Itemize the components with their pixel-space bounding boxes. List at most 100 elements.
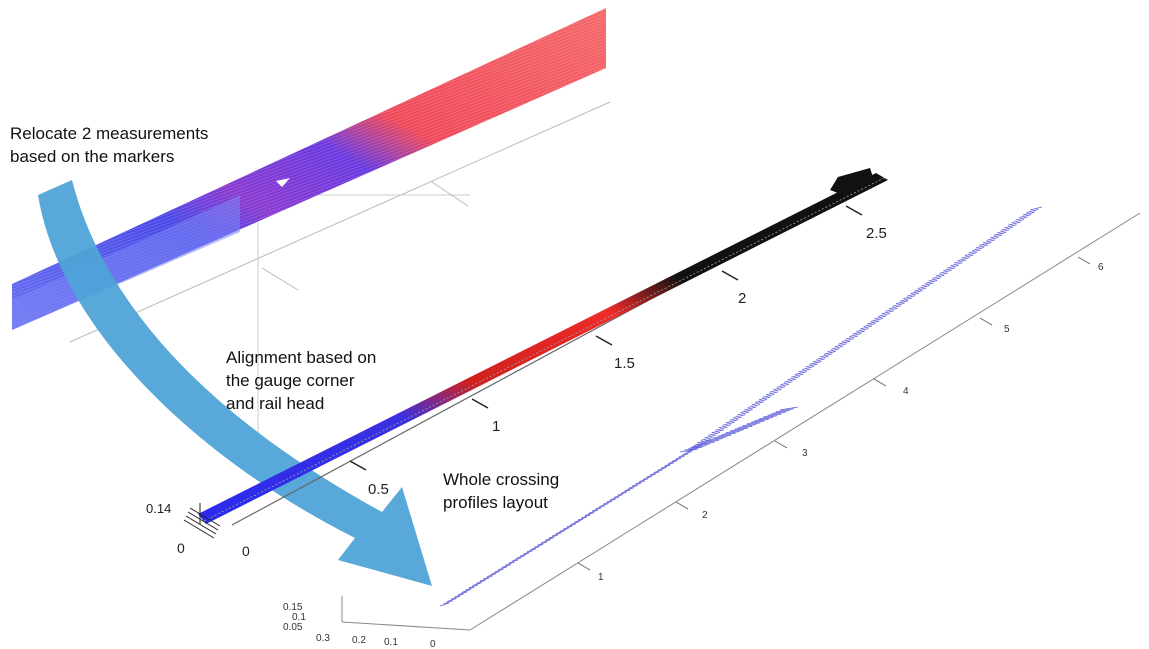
profile-line: [939, 269, 952, 274]
profile-line: [722, 421, 735, 426]
profile-line-wing: [717, 432, 736, 437]
profile-line: [729, 416, 742, 421]
profile-line: [888, 305, 902, 310]
profile-line-wing: [679, 448, 699, 453]
profile-line: [566, 523, 576, 528]
profile-line: [1000, 226, 1014, 231]
profile-line: [961, 254, 974, 259]
profile-line-wing: [771, 410, 790, 414]
profile-line: [577, 516, 587, 521]
profile-line: [497, 566, 508, 571]
profile-line: [972, 247, 985, 251]
profile-line: [1011, 219, 1025, 224]
profile-line: [707, 431, 721, 436]
profile-line: [584, 512, 595, 516]
profile-line: [1008, 221, 1021, 226]
profile-line: [581, 514, 591, 519]
profile-line-wing: [700, 439, 719, 444]
profile-line: [494, 568, 504, 573]
bottom-y-label: 0.1: [384, 637, 398, 648]
annotation-alignment: Alignment based on the gauge corner and …: [226, 348, 377, 413]
profile-line: [997, 229, 1010, 234]
curved-arrow: [38, 180, 432, 586]
profile-line-wing: [746, 420, 765, 425]
profile-line-wing: [759, 415, 778, 420]
bottom-z-label: 0.05: [283, 622, 303, 633]
profile-line: [964, 252, 977, 256]
profile-line: [816, 355, 829, 360]
profile-line: [823, 350, 836, 355]
profile-line: [910, 290, 923, 294]
profile-line: [802, 366, 815, 370]
profile-line-wing: [696, 441, 715, 446]
profile-line: [744, 406, 757, 411]
profile-line: [447, 598, 457, 602]
profile-line: [740, 409, 753, 413]
crossing-profiles: [439, 206, 1043, 607]
profile-line: [773, 386, 786, 391]
profile-line: [675, 455, 685, 460]
profile-line: [928, 277, 941, 282]
profile-line: [512, 557, 522, 562]
profile-line: [820, 353, 833, 358]
profile-line: [935, 272, 949, 277]
profile-line: [715, 426, 728, 431]
bottom-z-label: 0.15: [283, 602, 303, 613]
profile-line: [650, 471, 660, 476]
profile-line: [1004, 224, 1017, 229]
profile-line: [812, 358, 826, 363]
profile-line: [457, 591, 468, 596]
profile-line: [863, 323, 876, 327]
bottom-tick-label: 5: [1004, 324, 1010, 335]
profile-line: [877, 312, 891, 317]
profile-line: [490, 570, 500, 575]
profile-line: [592, 507, 602, 512]
profile-line-wing: [692, 443, 711, 448]
profile-line: [733, 414, 746, 419]
profile-line: [975, 244, 988, 249]
marker-icon: [276, 178, 290, 187]
profile-line: [570, 521, 580, 525]
profile-line: [1019, 214, 1032, 218]
profile-line: [982, 239, 996, 244]
profile-line-wing: [742, 422, 761, 427]
bottom-y-label: 0.3: [316, 633, 330, 644]
profile-line: [479, 577, 489, 582]
profile-line: [653, 469, 663, 473]
profile-line: [718, 424, 732, 429]
profile-line-wing: [729, 427, 749, 432]
profile-line: [454, 593, 464, 598]
profile-line-wing: [713, 434, 732, 439]
profile-line: [635, 480, 645, 485]
origin-label: 0: [177, 540, 185, 556]
profile-line: [544, 537, 555, 541]
profile-line: [1015, 216, 1028, 221]
middle-tick-mark: [471, 398, 489, 409]
profile-line: [679, 453, 689, 458]
profile-line: [809, 361, 822, 365]
profile-line: [639, 478, 649, 483]
profile-line: [613, 494, 624, 498]
profile-line: [664, 462, 674, 467]
profile-line-wing: [775, 408, 794, 413]
profile-line: [838, 340, 851, 345]
profile-line: [762, 393, 775, 398]
profile-line: [990, 234, 1003, 239]
middle-tick-label: 0.5: [368, 481, 389, 498]
profile-line: [465, 586, 475, 591]
top-tick-mark: [261, 267, 299, 291]
middle-tick-mark: [845, 205, 863, 216]
profile-line: [668, 460, 678, 464]
profile-line: [979, 242, 992, 246]
profile-line: [765, 391, 779, 396]
z-tick-label: 0.14: [146, 501, 171, 516]
profile-line: [599, 503, 609, 507]
profile-line: [830, 345, 844, 350]
profile-line: [671, 457, 682, 462]
profile-line: [845, 335, 858, 340]
bottom-axis-line-2: [341, 621, 471, 631]
profile-line: [595, 505, 605, 510]
middle-tick-label: 1.5: [614, 355, 635, 372]
profile-line: [758, 396, 771, 401]
